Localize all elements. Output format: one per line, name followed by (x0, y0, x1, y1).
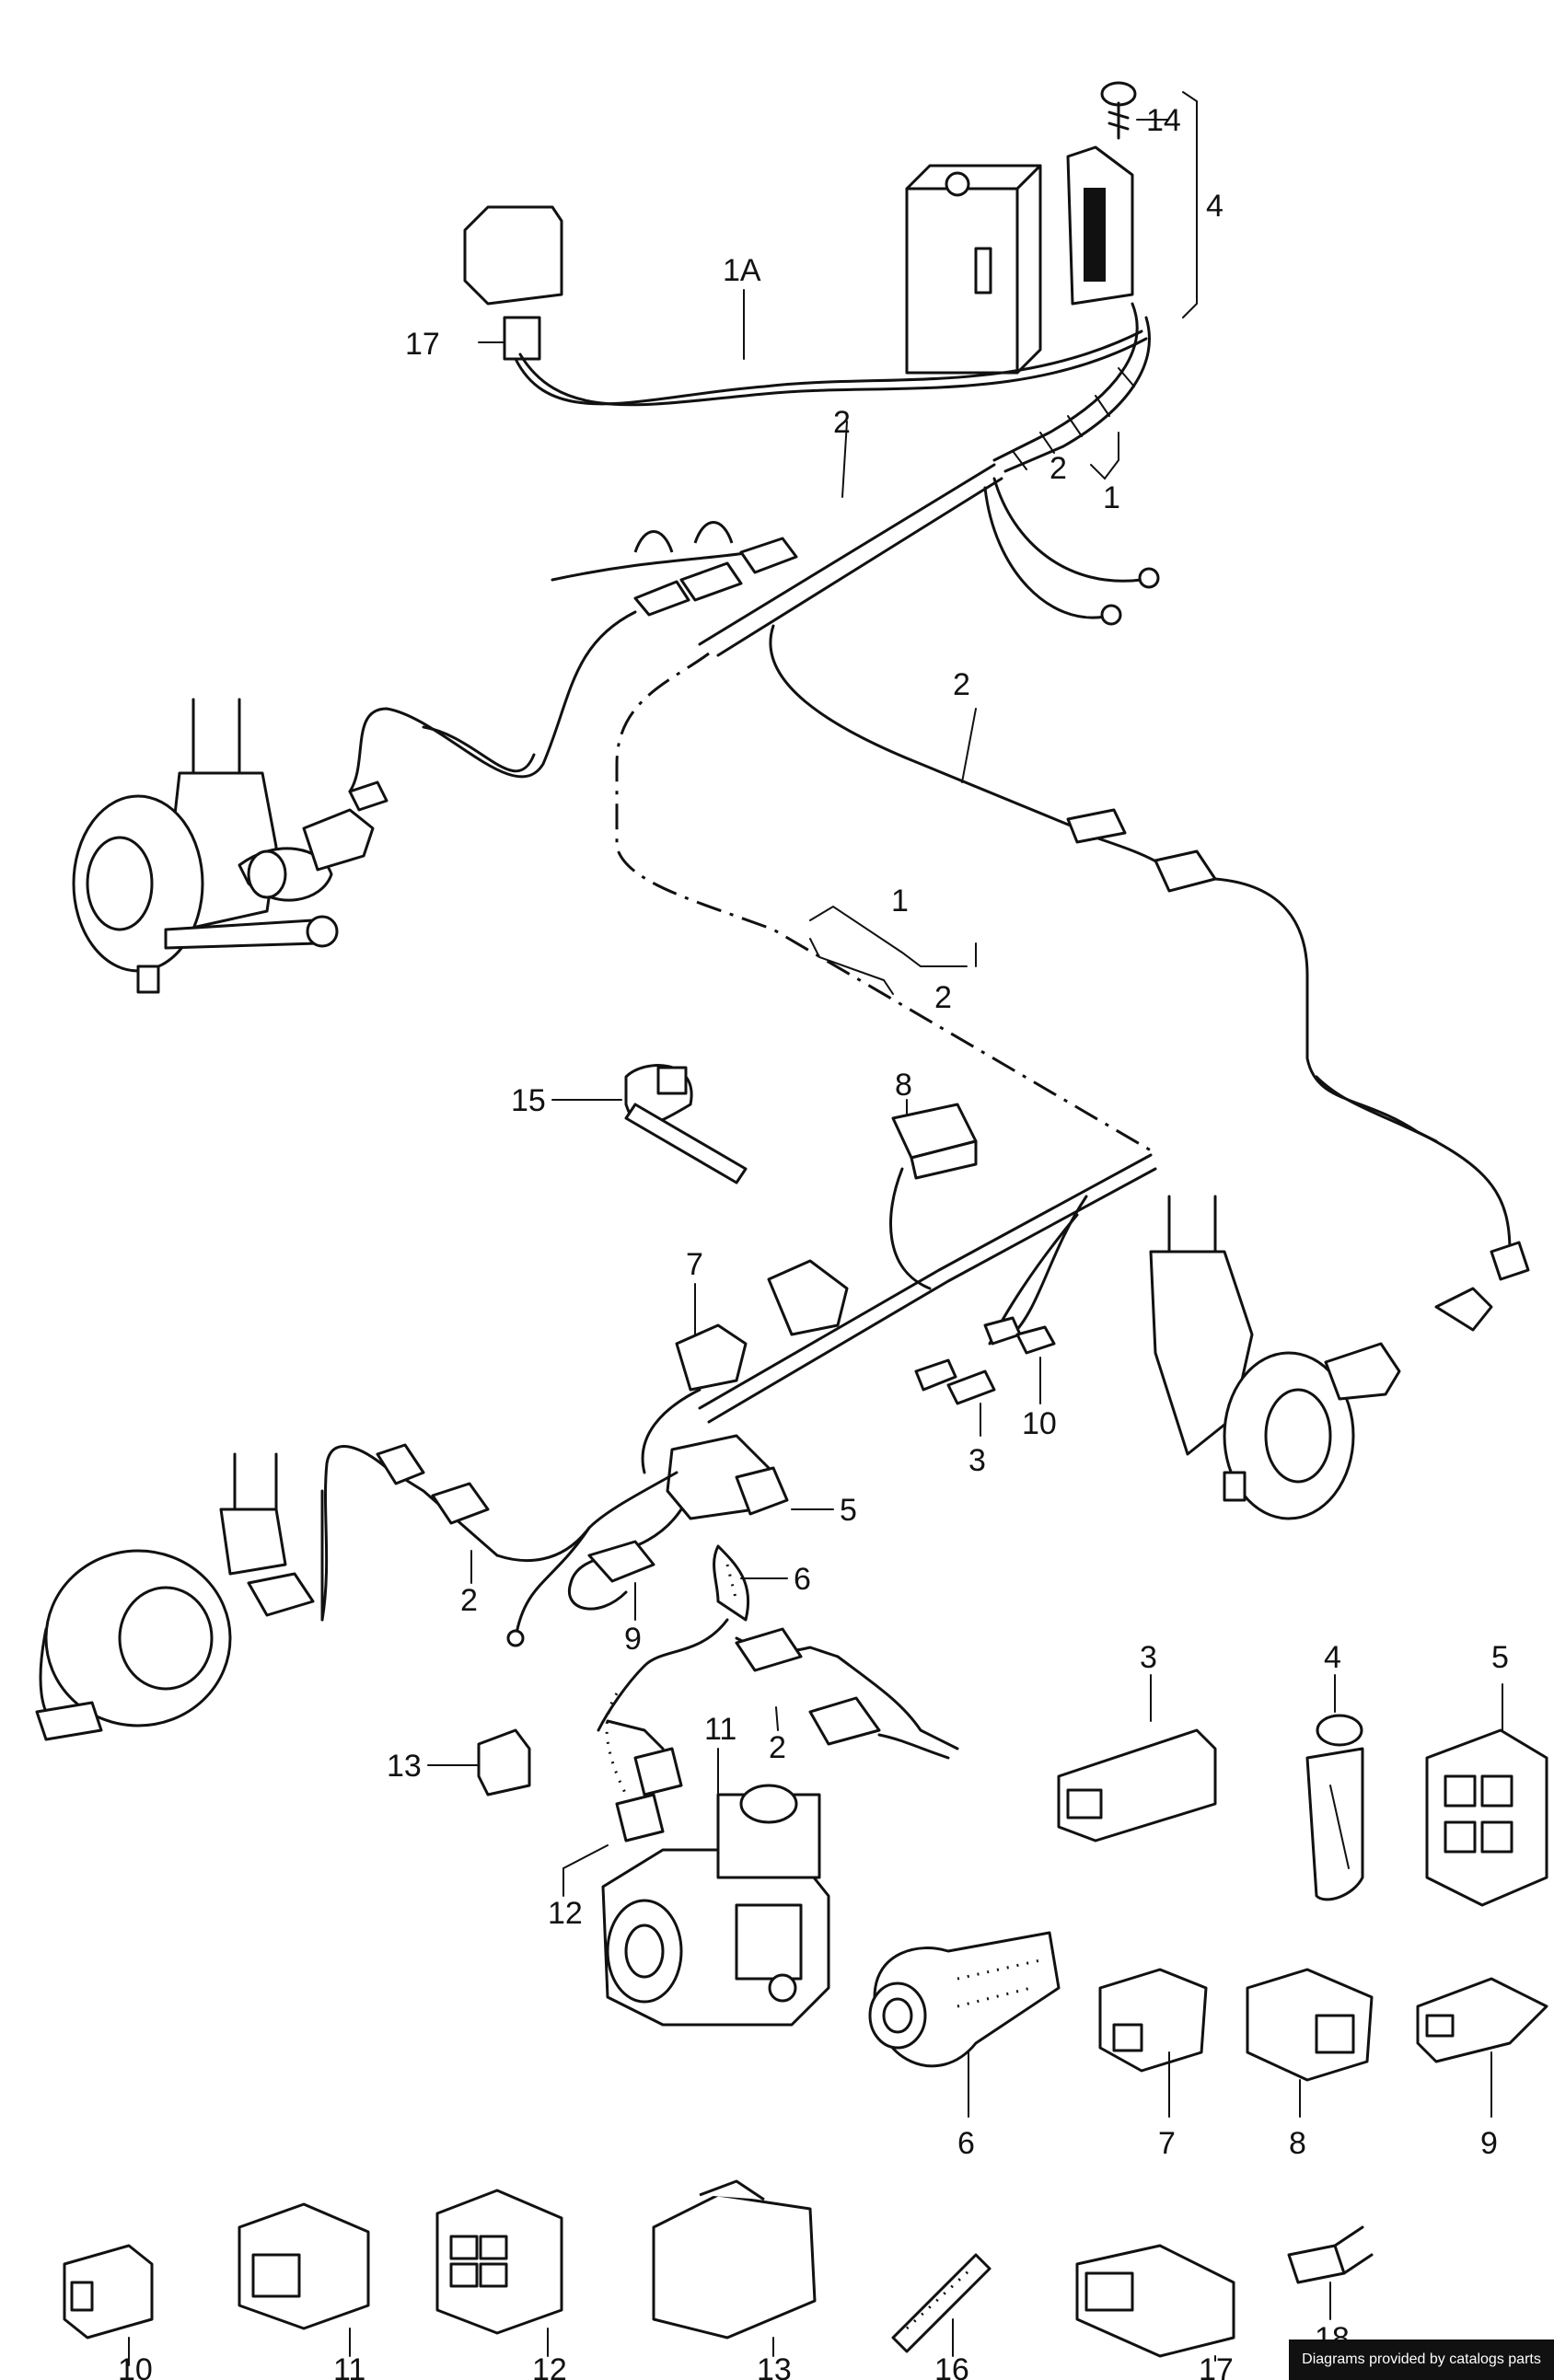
connector-7 (675, 1323, 748, 1392)
label-11-mid: 11 (704, 1712, 736, 1747)
ground-wire-1 (992, 477, 1143, 583)
part-labels: 14 4 1A 17 2 2 1 2 1 2 15 8 7 3 10 5 2 6… (118, 103, 1509, 2380)
part-12-detail (435, 2189, 563, 2335)
part-18-detail (1287, 2225, 1374, 2284)
label-2-mid: 2 (953, 667, 970, 702)
label-8-mid: 8 (895, 1068, 912, 1103)
part-9-detail (1416, 1977, 1548, 2063)
connector-8 (891, 1103, 978, 1180)
screw-14 (1100, 81, 1137, 140)
rear-right-connector (735, 1627, 881, 1746)
label-3-detail: 3 (1140, 1640, 1157, 1675)
label-4-detail: 4 (1324, 1640, 1341, 1675)
right-front-knuckle (1149, 1195, 1355, 1520)
connector-relay-small (767, 1259, 849, 1336)
label-1A: 1A (723, 253, 761, 288)
label-9-detail: 9 (1480, 2126, 1498, 2161)
label-9-mid: 9 (624, 1622, 642, 1657)
label-16: 16 (934, 2352, 969, 2380)
label-4-top: 4 (1206, 189, 1223, 224)
part-5-detail (1425, 1728, 1548, 1907)
label-13-detail: 13 (757, 2352, 792, 2380)
label-3-mid: 3 (968, 1443, 986, 1478)
control-unit (905, 164, 1042, 375)
label-2-rear-left: 2 (460, 1583, 478, 1618)
part-13-detail (652, 2179, 817, 2340)
label-7-detail: 7 (1158, 2126, 1176, 2161)
label-2-route: 2 (934, 980, 952, 1015)
left-front-knuckle (72, 698, 339, 994)
label-1-right: 1 (1103, 480, 1120, 515)
part-8-detail (1246, 1968, 1374, 2082)
part-11-detail (238, 2202, 370, 2330)
label-2-top: 2 (833, 405, 851, 440)
label-7-mid: 7 (686, 1247, 703, 1282)
label-15: 15 (511, 1083, 546, 1118)
wire-2-rear-right (836, 1655, 959, 1750)
label-5-mid: 5 (840, 1493, 857, 1528)
connector-left-front (633, 521, 798, 617)
harness-sleeve (992, 302, 1139, 462)
wire-2-left-front (348, 610, 637, 793)
label-14: 14 (1146, 103, 1181, 138)
label-6-mid: 6 (794, 1562, 811, 1597)
relay-13 (477, 1728, 531, 1797)
label-12-detail: 12 (532, 2352, 567, 2380)
credit-banner: Diagrams provided by catalogs parts (1289, 2340, 1554, 2380)
label-6-detail: 6 (957, 2126, 975, 2161)
label-8-detail: 8 (1289, 2126, 1306, 2161)
right-front-sensor (1324, 1241, 1530, 1401)
part-10-detail (63, 2244, 154, 2340)
cable-tie-15 (624, 1064, 748, 1184)
hydraulic-unit (601, 1784, 830, 2027)
part-17-detail (1075, 2244, 1235, 2358)
label-11-detail: 11 (333, 2352, 365, 2380)
rear-left-sensor (376, 1443, 490, 1525)
junction-5 (666, 1434, 789, 1520)
label-10-mid: 10 (1022, 1406, 1057, 1441)
label-17-top: 17 (405, 327, 440, 362)
label-13-mid: 13 (387, 1749, 422, 1784)
wire-1A (514, 329, 1143, 406)
connector-right-front (1066, 808, 1217, 893)
label-1-route: 1 (891, 884, 909, 918)
left-front-sensor (302, 780, 388, 872)
relay-17 (463, 205, 563, 361)
label-5-detail: 5 (1491, 1640, 1509, 1675)
label-2-rear-right: 2 (769, 1730, 786, 1765)
rear-left-hub (35, 1452, 324, 1741)
connectors-3-and-10 (914, 1316, 1056, 1405)
leader-lines (128, 91, 1503, 2366)
label-12-mid: 12 (548, 1896, 583, 1931)
grommet-6 (713, 1544, 750, 1622)
part-3-detail (1057, 1728, 1217, 1843)
part-16-detail (891, 2253, 992, 2353)
connector-9 (587, 1540, 655, 1583)
part-4-detail (1305, 1714, 1364, 1901)
connector-11-12-group (615, 1747, 683, 1843)
ground-wire-2 (983, 486, 1107, 619)
part-7-detail (1098, 1968, 1208, 2073)
label-17-detail: 17 (1199, 2352, 1234, 2380)
label-2-right: 2 (1050, 451, 1067, 486)
route-1 (615, 652, 1152, 1152)
label-10-detail: 10 (118, 2352, 153, 2380)
part-6-detail (868, 1931, 1061, 2068)
wire-2-right-front (769, 624, 1079, 830)
harness-connector-4 (1066, 145, 1134, 306)
